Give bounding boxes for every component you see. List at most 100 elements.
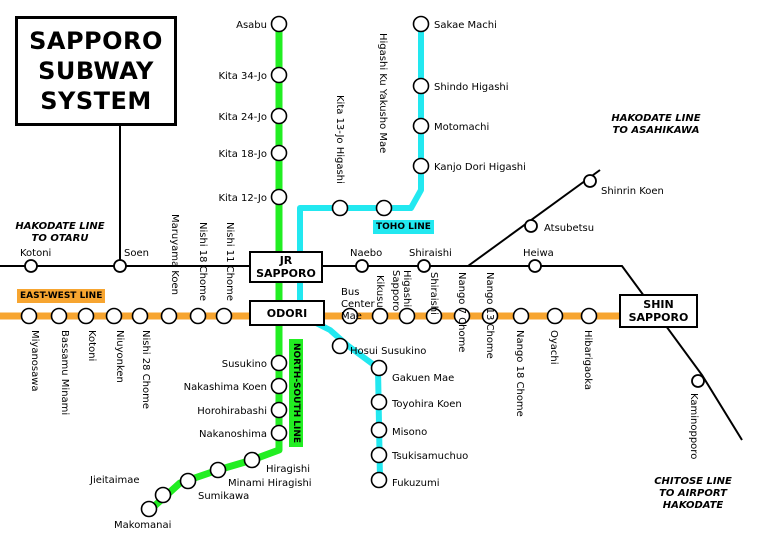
station-toyohira-marker[interactable] xyxy=(370,393,388,411)
station-makomanai-label: Makomanai xyxy=(114,520,171,531)
station-nakajima-marker[interactable] xyxy=(270,377,288,395)
station-shinrin-label: Shinrin Koen xyxy=(601,186,664,197)
station-hosui-label: Hosui Susukino xyxy=(350,346,426,357)
station-bus_center-label-1: Center xyxy=(341,299,376,310)
station-makomanai-marker[interactable] xyxy=(140,500,158,518)
station-higashi_sapporo-marker[interactable] xyxy=(398,307,416,325)
station-gakuen-marker[interactable] xyxy=(370,359,388,377)
station-gakuen-label: Gakuen Mae xyxy=(392,373,454,384)
station-hosui-marker[interactable] xyxy=(331,337,349,355)
station-miyanosawa-marker[interactable] xyxy=(20,307,38,325)
station-jieitaimae-label: Jieitaimae xyxy=(89,475,140,486)
station-higashi_sapporo-label-0: Higashi xyxy=(401,270,412,307)
hub-shin-sapporo-line2: SAPPORO xyxy=(628,311,689,324)
hub-odori[interactable]: ODORI xyxy=(249,300,325,326)
jr-label-hakodate_asahikawa-1: TO ASAHIKAWA xyxy=(613,125,700,136)
station-hassamu-marker[interactable] xyxy=(50,307,68,325)
map-title: SAPPORO SUBWAY SYSTEM xyxy=(15,16,177,126)
station-nishi11-marker[interactable] xyxy=(215,307,233,325)
east-west-line-tag: EAST-WEST LINE xyxy=(17,289,106,303)
station-shiroishi_jr-marker[interactable] xyxy=(417,259,431,273)
station-nango7-marker[interactable] xyxy=(453,307,471,325)
jr-label-hakodate_otaru-1: TO OTARU xyxy=(32,233,89,244)
station-soen-label: Soen xyxy=(124,248,149,259)
station-sakae-marker[interactable] xyxy=(412,15,430,33)
station-heiwa-marker[interactable] xyxy=(528,259,542,273)
station-kotoni_ew-marker[interactable] xyxy=(77,307,95,325)
station-soen-marker[interactable] xyxy=(113,259,127,273)
hub-odori-label: ODORI xyxy=(266,306,308,320)
station-kita18-marker[interactable] xyxy=(270,144,288,162)
station-horohira-label: Horohirabashi xyxy=(197,406,267,417)
station-nishi18-label: Nishi 18 Chome xyxy=(197,222,208,301)
station-jieitaimae-marker[interactable] xyxy=(154,486,172,504)
station-minami_hiragishi-marker[interactable] xyxy=(209,461,227,479)
jr-label-hakodate_asahikawa-0: HAKODATE LINE xyxy=(611,113,700,124)
station-nango18-marker[interactable] xyxy=(512,307,530,325)
station-naebo-marker[interactable] xyxy=(355,259,369,273)
station-nishi18-marker[interactable] xyxy=(189,307,207,325)
station-misono-marker[interactable] xyxy=(370,421,388,439)
station-misono-label: Misono xyxy=(392,427,427,438)
station-nishi28-marker[interactable] xyxy=(131,307,149,325)
station-shiroishi_jr-label: Shiraishi xyxy=(409,248,452,259)
station-fukuzumi-marker[interactable] xyxy=(370,471,388,489)
station-kita24-marker[interactable] xyxy=(270,107,288,125)
jr-label-chitose-0: CHITOSE LINE xyxy=(654,476,732,487)
station-susukino-marker[interactable] xyxy=(270,354,288,372)
station-hiragishi-marker[interactable] xyxy=(243,451,261,469)
station-toyohira-label: Toyohira Koen xyxy=(391,399,462,410)
station-bus_center-marker[interactable] xyxy=(341,307,359,325)
title-line-2: SUBWAY xyxy=(38,57,154,85)
station-kita13-marker[interactable] xyxy=(331,199,349,217)
station-shindo-label: Shindo Higashi xyxy=(434,82,509,93)
station-shindo-marker[interactable] xyxy=(412,77,430,95)
station-oyachi-marker[interactable] xyxy=(546,307,564,325)
hub-jr-sapporo-line2: SAPPORO xyxy=(256,267,316,280)
station-hibarigaoka-marker[interactable] xyxy=(580,307,598,325)
station-naebo-label: Naebo xyxy=(350,248,382,259)
station-shiroishi_ew-marker[interactable] xyxy=(425,307,443,325)
station-nango13-marker[interactable] xyxy=(481,307,499,325)
station-nango7-label: Nango 7 Chome xyxy=(456,272,467,352)
hub-shin-sapporo[interactable]: SHIN SAPPORO xyxy=(619,294,698,328)
station-kita34-marker[interactable] xyxy=(270,66,288,84)
station-kotoni_jr-marker[interactable] xyxy=(24,259,38,273)
station-atsubetsu-label: Atsubetsu xyxy=(544,223,594,234)
station-oyachi-label: Oyachi xyxy=(548,330,559,365)
station-sumikawa-marker[interactable] xyxy=(179,472,197,490)
station-kanjo-marker[interactable] xyxy=(412,157,430,175)
station-kaminopporo-marker[interactable] xyxy=(691,374,705,388)
station-shinrin-marker[interactable] xyxy=(583,174,597,188)
station-nakajima-label: Nakashima Koen xyxy=(184,382,267,393)
station-higashi_sapporo-label-1: Sapporo xyxy=(390,270,401,311)
station-kita12-marker[interactable] xyxy=(270,188,288,206)
station-higashiku-marker[interactable] xyxy=(375,199,393,217)
station-bus_center-label-0: Bus xyxy=(341,287,359,298)
station-miyanosawa-label: Miyanosawa xyxy=(29,330,40,392)
station-nijuyonken-marker[interactable] xyxy=(105,307,123,325)
station-tsukisamu-marker[interactable] xyxy=(370,446,388,464)
station-kanjo-label: Kanjo Dori Higashi xyxy=(434,162,526,173)
station-kikusui-marker[interactable] xyxy=(371,307,389,325)
station-motomachi-marker[interactable] xyxy=(412,117,430,135)
title-line-1: SAPPORO xyxy=(29,27,163,55)
station-kita13-label: Kita 13-Jo Higashi xyxy=(334,95,345,184)
station-nishi28-label: Nishi 28 Chome xyxy=(140,330,151,409)
station-sumikawa-label: Sumikawa xyxy=(198,491,249,502)
hub-shin-sapporo-line1: SHIN xyxy=(643,298,674,311)
station-atsubetsu-marker[interactable] xyxy=(524,219,538,233)
hub-jr-sapporo[interactable]: JR SAPPORO xyxy=(249,251,323,283)
station-minami_hiragishi-label: Minami Hiragishi xyxy=(228,478,312,489)
station-maruyama-marker[interactable] xyxy=(160,307,178,325)
station-higashiku-label: Higashi Ku Yakusho Mae xyxy=(377,33,388,153)
title-line-3: SYSTEM xyxy=(40,87,152,115)
station-horohira-marker[interactable] xyxy=(270,401,288,419)
station-asabu-marker[interactable] xyxy=(270,15,288,33)
station-susukino-label: Susukino xyxy=(222,359,267,370)
station-nakanoshima-marker[interactable] xyxy=(270,424,288,442)
station-sakae-label: Sakae Machi xyxy=(434,20,497,31)
